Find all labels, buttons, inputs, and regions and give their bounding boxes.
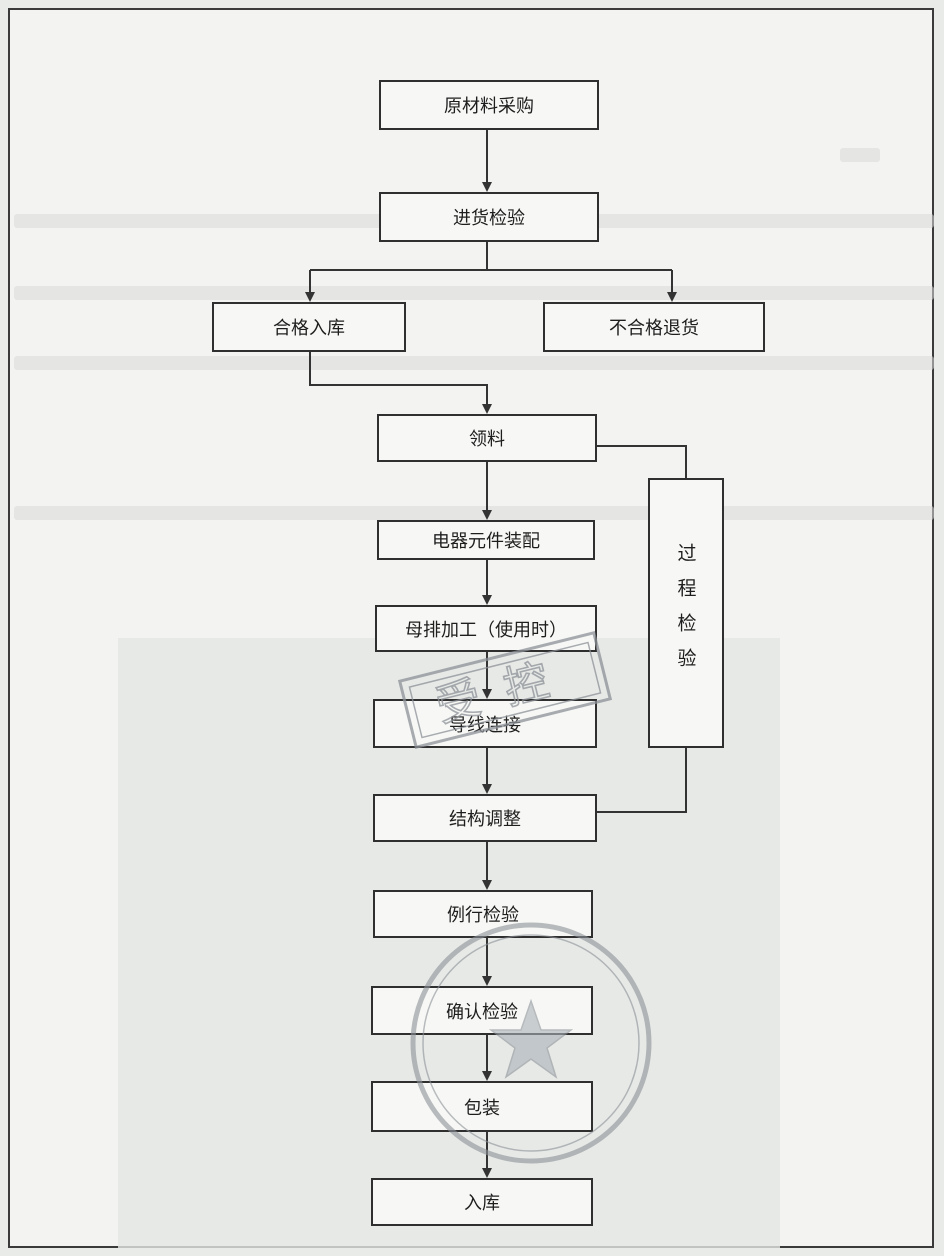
node-wire-connection: 导线连接	[373, 699, 597, 748]
edge-qualified-to-pick	[309, 352, 492, 414]
node-qualified-storage: 合格入库	[212, 302, 406, 352]
node-process-inspection: 过程检验	[648, 478, 724, 748]
node-incoming-inspection: 进货检验	[379, 192, 599, 242]
edge-process-inspection-to-structure	[597, 748, 687, 813]
node-unqualified-return: 不合格退货	[543, 302, 765, 352]
node-final-storage: 入库	[371, 1178, 593, 1226]
node-busbar-processing: 母排加工（使用时）	[375, 605, 597, 652]
node-routine-inspection: 例行检验	[373, 890, 593, 938]
node-confirm-inspection: 确认检验	[371, 986, 593, 1035]
node-component-assembly: 电器元件装配	[377, 520, 595, 560]
node-material-pick: 领料	[377, 414, 597, 462]
node-purchase: 原材料采购	[379, 80, 599, 130]
edge-pick-to-process-inspection	[597, 445, 687, 478]
node-structure-adjust: 结构调整	[373, 794, 597, 842]
node-packaging: 包装	[371, 1081, 593, 1132]
